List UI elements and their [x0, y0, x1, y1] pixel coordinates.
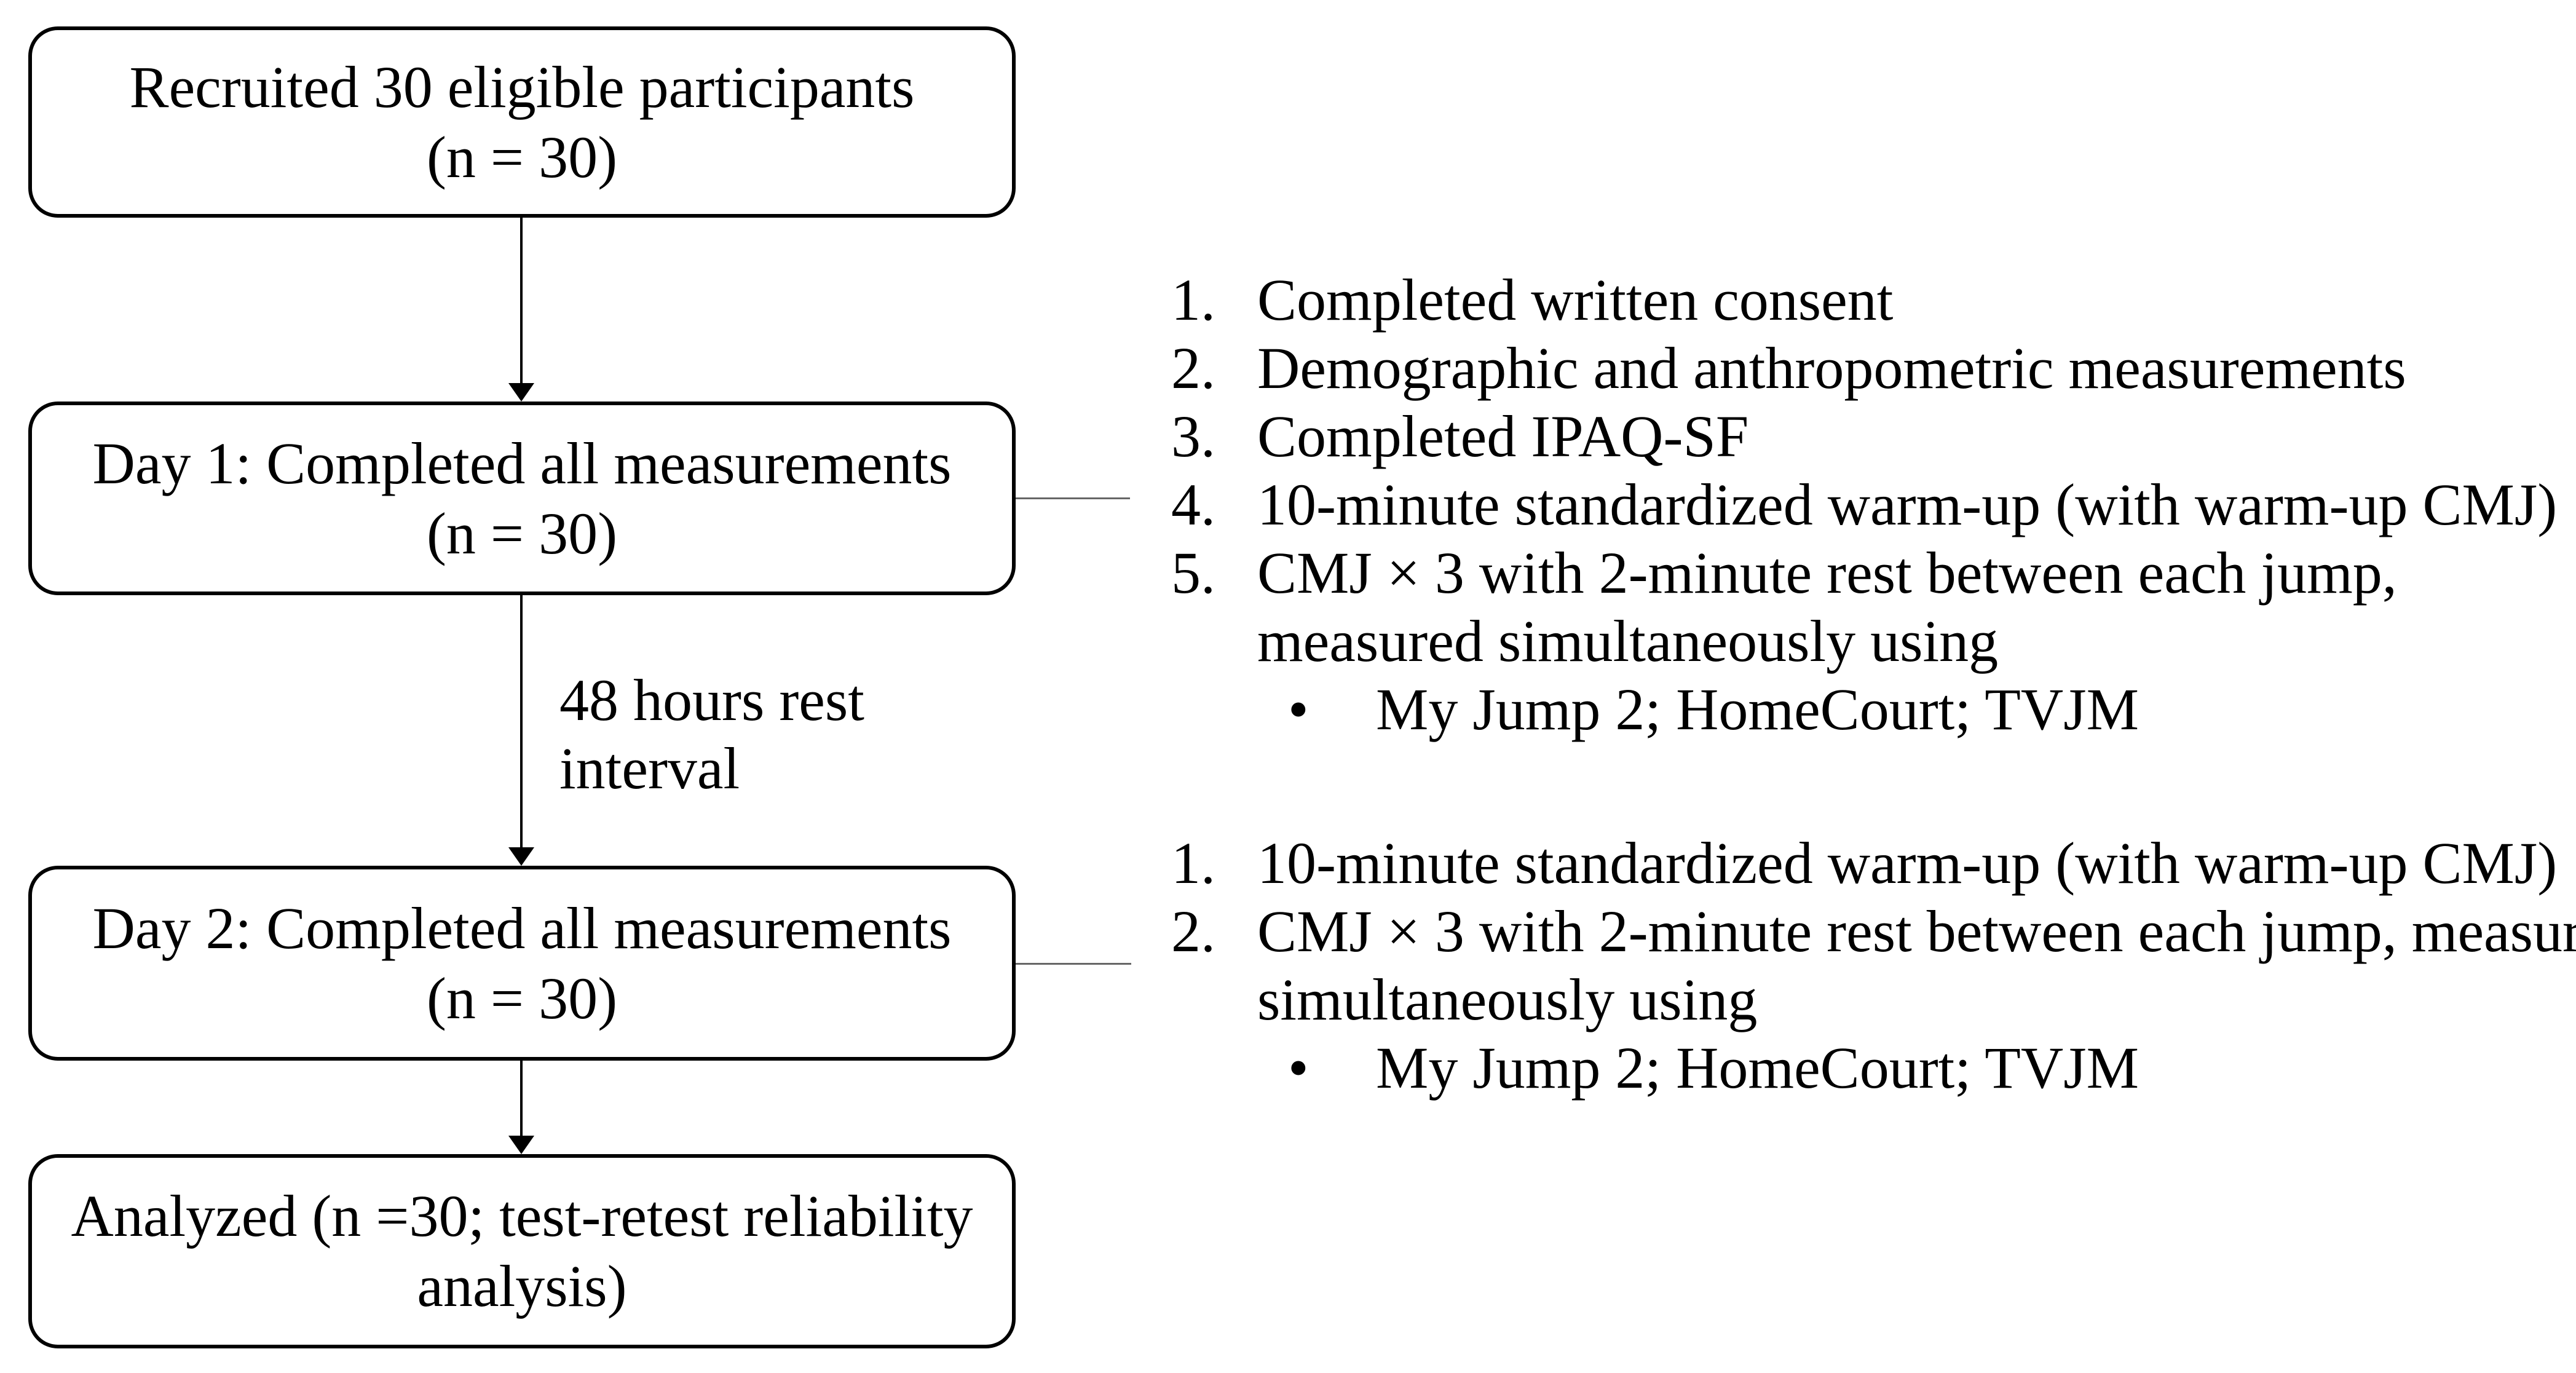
item-number: 1. — [1171, 267, 1215, 333]
down-arrow-line-1 — [520, 217, 523, 384]
item-text: Demographic and anthropometric measureme… — [1257, 335, 2406, 401]
item-number: 3. — [1171, 403, 1215, 469]
item-text: Completed IPAQ-SF — [1257, 403, 1749, 469]
day1-list-connector-line — [1016, 497, 1130, 499]
day2-list-connector-line — [1016, 963, 1131, 965]
list-item-bullet: • My Jump 2; HomeCourt; TVJM — [1171, 1034, 2576, 1102]
item-number: 2. — [1171, 335, 1215, 401]
rest-interval-label: 48 hours rest interval — [559, 666, 864, 802]
box-recruited-line-2: (n = 30) — [426, 124, 618, 190]
bullet-text: My Jump 2; HomeCourt; TVJM — [1376, 676, 2139, 742]
box-day2-line-2: (n = 30) — [426, 965, 618, 1031]
list-item: 2. Demographic and anthropometric measur… — [1171, 334, 2557, 402]
box-day1-line-2: (n = 30) — [426, 500, 618, 566]
item-number: 2. — [1171, 898, 1215, 964]
item-text-continuation: measured simultaneously using — [1257, 608, 1999, 674]
list-item: 1. 10-minute standardized warm-up (with … — [1171, 829, 2576, 897]
box-analyzed-line-2: analysis) — [417, 1253, 627, 1319]
item-text-continuation: simultaneously using — [1257, 967, 1758, 1032]
item-text: 10-minute standardized warm-up (with war… — [1257, 830, 2558, 896]
down-arrow-head-3-icon — [508, 1136, 534, 1154]
list-item: 1. Completed written consent — [1171, 266, 2557, 334]
day1-procedure-list: 1. Completed written consent 2. Demograp… — [1171, 266, 2557, 743]
item-text: Completed written consent — [1257, 267, 1894, 333]
list-item: 5. CMJ × 3 with 2-minute rest between ea… — [1171, 539, 2557, 675]
item-number: 4. — [1171, 472, 1215, 537]
list-item: 2. CMJ × 3 with 2-minute rest between ea… — [1171, 897, 2576, 1034]
item-text: CMJ × 3 with 2-minute rest between each … — [1257, 540, 2397, 606]
rest-interval-label-line-1: 48 hours rest — [559, 667, 864, 733]
item-text: 10-minute standardized warm-up (with war… — [1257, 472, 2558, 537]
down-arrow-head-2-icon — [508, 847, 534, 866]
item-text: CMJ × 3 with 2-minute rest between each … — [1257, 898, 2576, 964]
item-number: 5. — [1171, 540, 1215, 606]
flow-box-day1: Day 1: Completed all measurements (n = 3… — [28, 402, 1016, 595]
rest-interval-label-line-2: interval — [559, 735, 740, 801]
box-analyzed-line-1: Analyzed (n =30; test-retest reliability — [71, 1183, 973, 1249]
day2-procedure-list: 1. 10-minute standardized warm-up (with … — [1171, 829, 2576, 1102]
item-number: 1. — [1171, 830, 1215, 896]
down-arrow-head-1-icon — [508, 383, 534, 402]
box-day1-line-1: Day 1: Completed all measurements — [92, 430, 952, 496]
bullet-icon: • — [1288, 676, 1309, 742]
list-item-bullet: • My Jump 2; HomeCourt; TVJM — [1171, 675, 2557, 743]
down-arrow-line-2 — [520, 595, 523, 849]
list-item: 4. 10-minute standardized warm-up (with … — [1171, 470, 2557, 539]
flow-box-recruited: Recruited 30 eligible participants (n = … — [28, 26, 1016, 218]
bullet-icon: • — [1288, 1035, 1309, 1101]
list-item: 3. Completed IPAQ-SF — [1171, 402, 2557, 470]
box-day2-line-1: Day 2: Completed all measurements — [92, 895, 952, 961]
bullet-text: My Jump 2; HomeCourt; TVJM — [1376, 1035, 2139, 1101]
box-recruited-line-1: Recruited 30 eligible participants — [129, 53, 915, 120]
flow-box-day2: Day 2: Completed all measurements (n = 3… — [28, 866, 1016, 1061]
down-arrow-line-3 — [520, 1061, 523, 1137]
flow-box-analyzed: Analyzed (n =30; test-retest reliability… — [28, 1154, 1016, 1348]
